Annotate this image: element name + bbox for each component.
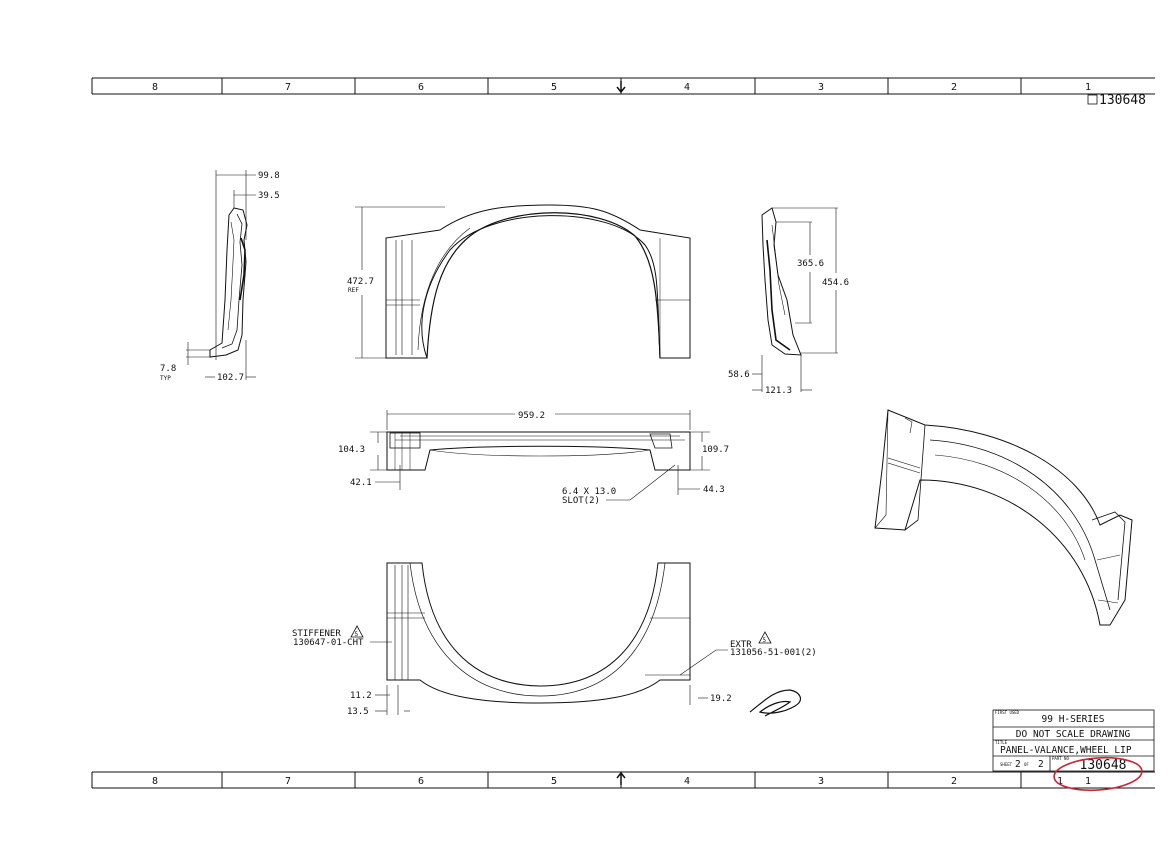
dim-109-7: 109.7 (702, 445, 729, 455)
corner-part-number: 130648 (1099, 93, 1146, 108)
extr-flag-note: 5 (763, 637, 767, 644)
dim-19-2: 19.2 (710, 694, 732, 704)
slot-size-label: 6.4 X 13.0 (562, 487, 616, 497)
isometric-view (874, 409, 1133, 626)
sheet-word: SHEET (1000, 762, 1013, 767)
extr-part-label: 131056-51-001(2) (730, 648, 817, 658)
zone-label: 8 (152, 82, 158, 93)
bottom-view (350, 562, 772, 715)
bottom-zone-border (91, 771, 1155, 789)
title-block-part-number: 130648 (1080, 758, 1127, 773)
dim-7-8: 7.8 (160, 364, 176, 374)
slot-note-label: SLOT(2) (562, 496, 600, 506)
sheet-total: 2 (1038, 759, 1044, 770)
markup-circle (1053, 756, 1143, 792)
dim-13-5: 13.5 (347, 707, 369, 717)
dim-102-7: 102.7 (217, 373, 244, 383)
dim-11-2: 11.2 (350, 691, 372, 701)
dim-472-7: 472.7 (347, 277, 374, 287)
dim-42-1: 42.1 (350, 478, 372, 488)
sheet-number: 2 (1015, 759, 1021, 770)
part-no-caption: PART NO (1052, 756, 1069, 761)
zone-label: 7 (285, 776, 291, 787)
dim-44-3: 44.3 (703, 485, 725, 495)
dim-58-6: 58.6 (728, 370, 750, 380)
dim-39-5: 39.5 (258, 191, 280, 201)
dim-ref-note: REF (348, 287, 359, 294)
zone-label: 6 (418, 776, 424, 787)
bottom-zone-labels: 8 7 6 5 4 3 2 1 (152, 776, 1063, 787)
dim-454-6: 454.6 (822, 278, 849, 288)
center-arrow-down-icon (616, 81, 626, 94)
zone-label: 2 (951, 776, 957, 787)
zone-label: 2 (951, 82, 957, 93)
zone-label: 1 (1085, 82, 1091, 93)
zone-label: 1 (1057, 776, 1063, 787)
right-side-view (752, 207, 838, 392)
dim-121-3: 121.3 (765, 386, 792, 396)
drawing-title: PANEL-VALANCE,WHEEL LIP (1000, 745, 1132, 756)
ink-scribble (749, 689, 802, 717)
dim-365-6: 365.6 (797, 259, 824, 269)
do-not-scale-note: DO NOT SCALE DRAWING (1016, 729, 1131, 740)
zone-label: 3 (818, 82, 824, 93)
zone-label: 4 (684, 776, 690, 787)
stiffener-label: STIFFENER (292, 629, 341, 639)
top-zone-border (91, 77, 1155, 95)
top-zone-labels: 8 7 6 5 4 3 2 1 (152, 82, 1091, 93)
zone-label: 3 (818, 776, 824, 787)
dim-959-2: 959.2 (518, 411, 545, 421)
center-arrow-up-icon (616, 771, 626, 785)
title-caption: TITLE (995, 740, 1008, 745)
extr-label: EXTR (730, 640, 752, 650)
dim-typ-note: TYP (160, 375, 171, 382)
zone-label: 8 (152, 776, 158, 787)
first-used-value: 99 H-SERIES (1042, 714, 1105, 725)
stiffener-part-label: 130647-01-CHT (293, 638, 364, 648)
zone-label: 4 (684, 82, 690, 93)
dim-99-8: 99.8 (258, 171, 280, 181)
part-number-tag-box (1087, 94, 1098, 105)
stiffener-flag-note: 5 (355, 631, 359, 638)
zone-label: 6 (418, 82, 424, 93)
zone-label: 7 (285, 82, 291, 93)
zone-label: 5 (551, 82, 557, 93)
title-block-frame (992, 709, 1155, 772)
left-side-view (186, 170, 256, 380)
zone-label: 5 (551, 776, 557, 787)
top-view (370, 410, 710, 501)
front-view (355, 204, 691, 359)
sheet-of-word: OF (1024, 762, 1029, 767)
dim-104-3: 104.3 (338, 445, 365, 455)
first-used-caption: FIRST USED (995, 710, 1020, 715)
revision-number: 1 (1085, 776, 1091, 787)
